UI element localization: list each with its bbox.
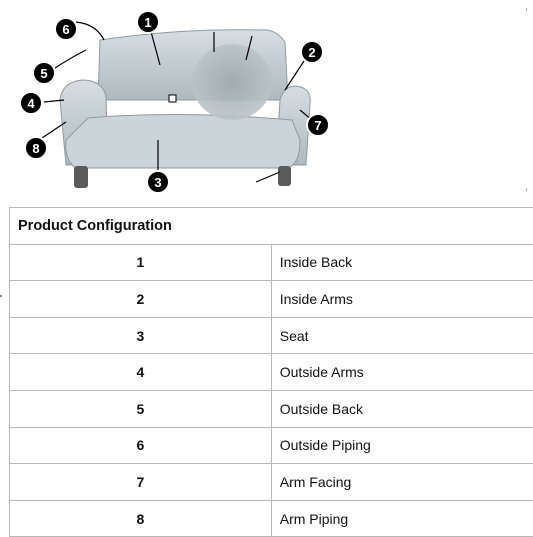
svg-text:3: 3 (154, 175, 161, 190)
marker-4: 4 (20, 92, 42, 114)
product-configuration-table: Product Configuration 1 Inside Back 2 In… (9, 207, 533, 537)
svg-text:7: 7 (314, 118, 321, 133)
row-label: Outside Piping (271, 427, 533, 464)
svg-text:2: 2 (308, 45, 315, 60)
row-number: 3 (10, 317, 272, 354)
table-row: 3 Seat (10, 317, 533, 354)
table-row: 8 Arm Piping (10, 500, 533, 537)
sofa-leg-right (278, 166, 291, 186)
svg-text:4: 4 (27, 96, 35, 111)
row-number: 8 (10, 500, 272, 537)
table-row: 6 Outside Piping (10, 427, 533, 464)
table-row: 7 Arm Facing (10, 464, 533, 501)
product-configuration-table-wrap: Product Configuration 1 Inside Back 2 In… (9, 207, 533, 537)
marker-5: 5 (33, 62, 55, 84)
row-number: 1 (10, 244, 272, 281)
center-marker-square (169, 95, 176, 102)
row-label: Inside Back (271, 244, 533, 281)
row-number: 5 (10, 390, 272, 427)
svg-text:8: 8 (32, 141, 39, 156)
row-label: Outside Back (271, 390, 533, 427)
row-number: 7 (10, 464, 272, 501)
table-row: 4 Outside Arms (10, 354, 533, 391)
throw-cushion (192, 44, 272, 120)
sofa-seat (66, 114, 300, 168)
marker-8: 8 (25, 137, 47, 159)
marker-1: 1 (137, 11, 159, 33)
table-header-row: Product Configuration (10, 208, 533, 245)
edge-tick (526, 188, 527, 191)
marker-3: 3 (147, 171, 169, 193)
row-label: Outside Arms (271, 354, 533, 391)
svg-text:5: 5 (40, 66, 47, 81)
svg-text:1: 1 (144, 15, 151, 30)
edge-tick (526, 8, 527, 11)
table-row: 1 Inside Back (10, 244, 533, 281)
sofa-leg-left (74, 166, 88, 188)
table-row: 2 Inside Arms (10, 281, 533, 318)
table-header: Product Configuration (10, 208, 533, 245)
marker-2: 2 (301, 41, 323, 63)
row-number: 2 (10, 281, 272, 318)
row-label: Inside Arms (271, 281, 533, 318)
row-label: Seat (271, 317, 533, 354)
margin-tick (0, 295, 2, 297)
table-row: 5 Outside Back (10, 390, 533, 427)
marker-6: 6 (55, 18, 77, 40)
marker-7: 7 (307, 114, 329, 136)
row-number: 6 (10, 427, 272, 464)
row-label: Arm Piping (271, 500, 533, 537)
sofa-diagram: 1 2 3 4 5 6 7 8 (0, 0, 533, 200)
svg-text:6: 6 (62, 22, 69, 37)
row-label: Arm Facing (271, 464, 533, 501)
row-number: 4 (10, 354, 272, 391)
